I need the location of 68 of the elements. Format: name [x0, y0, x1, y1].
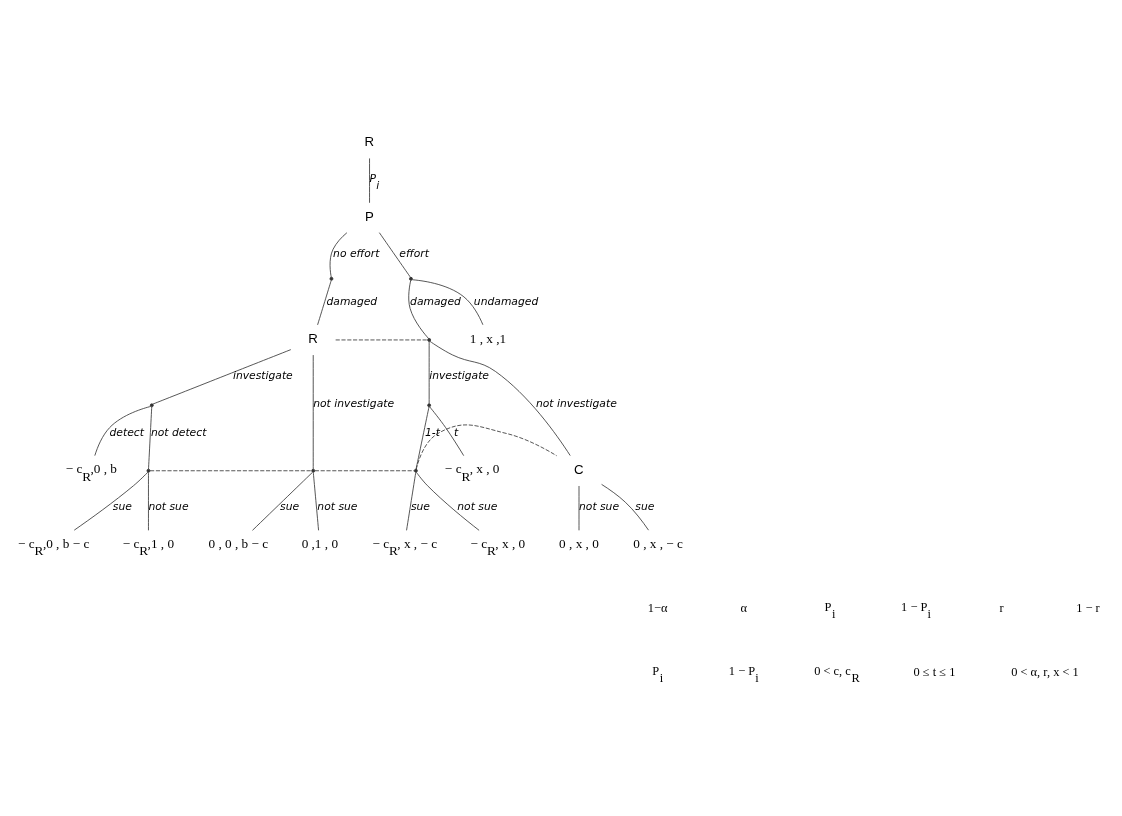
connector [429, 406, 465, 457]
edge-label: not investigate [313, 397, 395, 411]
edge-label: 1-t [425, 425, 440, 439]
connector [416, 471, 480, 531]
connector [329, 232, 348, 278]
connector [149, 470, 313, 472]
connector [428, 341, 430, 405]
node-circle [409, 276, 413, 281]
connector [312, 472, 319, 531]
edge-label: t [453, 425, 459, 439]
node-circle [427, 338, 432, 342]
node-text: R [308, 331, 318, 347]
connector [378, 232, 411, 278]
label: 0 ≤ t ≤ 1 [913, 664, 956, 679]
node-circle [311, 468, 316, 473]
node-text: C [574, 461, 584, 477]
connector [94, 406, 151, 457]
node-circle [427, 403, 432, 408]
connector [148, 406, 153, 470]
label: 0 < α, r, x < 1 [1011, 664, 1079, 679]
edge-label: not investigate [535, 397, 617, 411]
edge-label: investigate [429, 369, 489, 383]
connector [152, 349, 292, 405]
edge-label: sue [280, 500, 300, 514]
connector [429, 340, 571, 456]
node-circle [146, 468, 151, 473]
node-text: 1 , x ,1 [469, 331, 507, 347]
connector [252, 472, 313, 531]
label: α [740, 600, 747, 615]
label: 1−α [647, 600, 668, 615]
connector [406, 472, 417, 531]
node-text: 0 , x , 0 [559, 536, 599, 552]
node-circle [414, 468, 418, 473]
edge-label: sue [410, 500, 430, 514]
connector [412, 279, 484, 326]
edge-label: not detect [150, 425, 207, 439]
edge-label: sue [112, 500, 132, 514]
node-text: 0 , 0 , b − c [208, 536, 269, 552]
connector [317, 279, 332, 326]
label: 1 − r [1076, 600, 1100, 615]
connector [314, 470, 415, 472]
connector [369, 158, 370, 204]
edge-label: no effort [333, 246, 380, 260]
edge-label: undamaged [473, 294, 539, 308]
node-text: R [364, 134, 375, 150]
edge-label: sue [635, 500, 655, 514]
connector [335, 339, 428, 341]
node-circle [329, 276, 334, 281]
edge-label: detect [109, 425, 144, 439]
label: r [999, 600, 1004, 615]
edge-label: damaged [326, 294, 378, 308]
node-text: 0 ,1 , 0 [301, 536, 339, 552]
connector [312, 354, 314, 470]
node-text: P [364, 208, 374, 224]
connector [415, 424, 558, 470]
node-circle [149, 403, 154, 408]
connector [73, 471, 149, 531]
edge-label: damaged [410, 294, 461, 308]
node-text: 0 , x , − c [633, 536, 683, 552]
edge-label: not sue [148, 500, 189, 514]
edge-label: not sue [317, 500, 358, 514]
connector [601, 483, 649, 531]
edge-label: not sue [457, 500, 498, 514]
connector [408, 280, 429, 339]
edge-label: effort [399, 246, 429, 260]
edge-label: not sue [579, 500, 620, 514]
edge-label: investigate [232, 369, 293, 383]
connector [148, 472, 149, 531]
